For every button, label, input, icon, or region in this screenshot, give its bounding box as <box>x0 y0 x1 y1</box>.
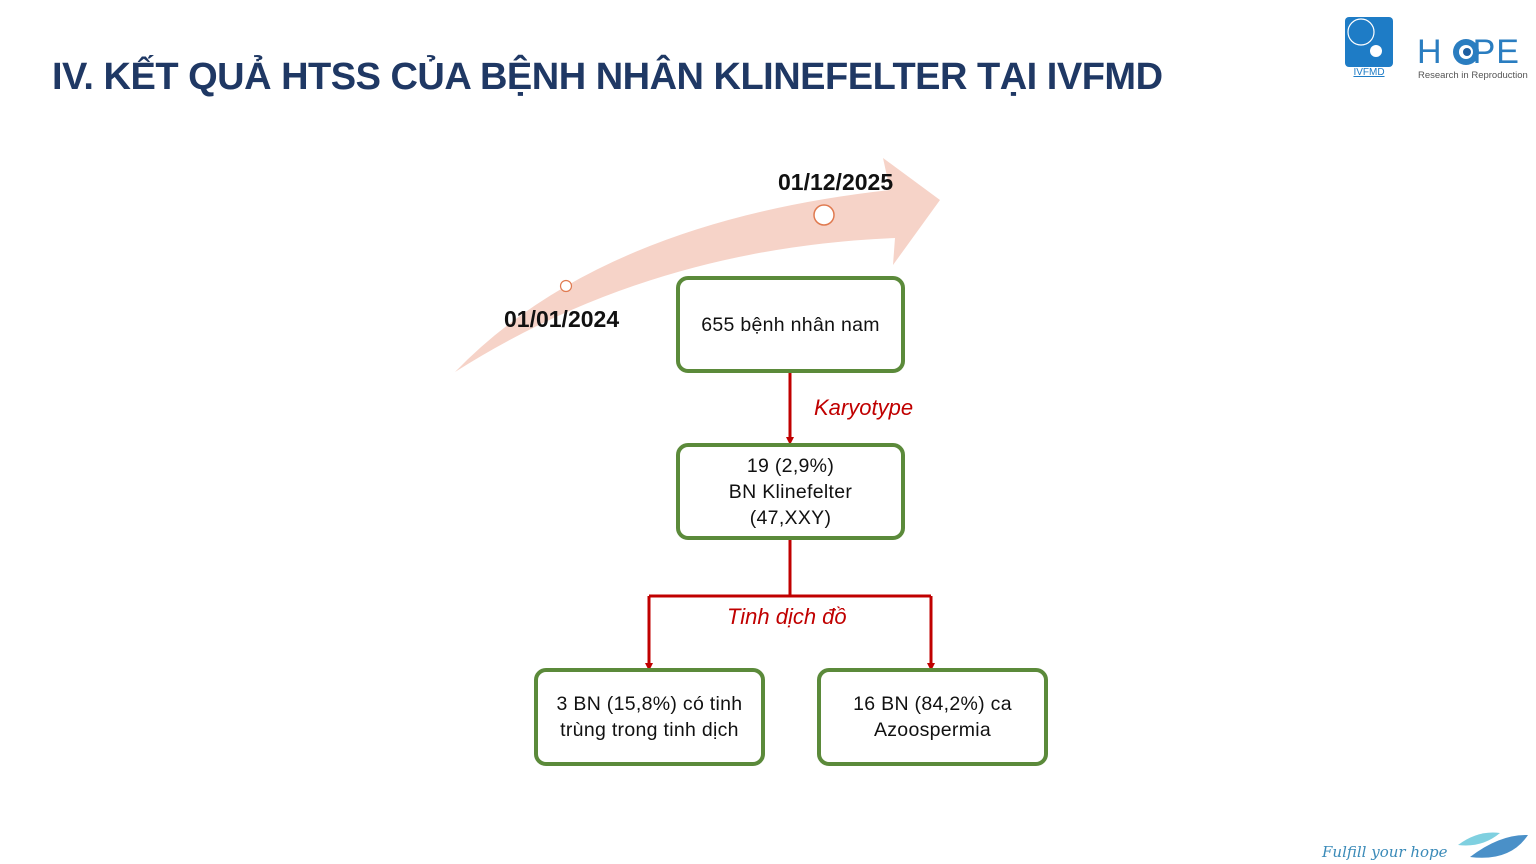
sperm-line: trùng trong tinh dịch <box>560 719 739 741</box>
azoo-line: 16 BN (84,2%) ca <box>853 693 1012 715</box>
ivfmd-logo <box>1345 17 1393 67</box>
klinefelter-line: BN Klinefelter <box>728 480 853 503</box>
box-azoospermia: 16 BN (84,2%) ca Azoospermia <box>817 668 1048 766</box>
timeline-end-dot <box>813 204 835 226</box>
slogan: Fulfill your hope <box>1322 843 1448 861</box>
sperm-line: 3 BN (15,8%) có tinh <box>556 693 743 715</box>
box-klinefelter: 19 (2,9%) BN Klinefelter (47,XXY) <box>676 443 905 540</box>
start-date: 01/01/2024 <box>504 306 620 332</box>
end-date: 01/12/2025 <box>778 169 894 195</box>
azoo-line: Azoospermia <box>873 719 992 741</box>
klinefelter-line: 19 (2,9%) <box>746 454 835 477</box>
leaf-logo-icon <box>1458 832 1528 858</box>
total-text: 655 bệnh nhân nam <box>701 313 880 336</box>
klinefelter-line: (47,XXY) <box>749 506 832 529</box>
karyotype-label: Karyotype <box>814 395 914 420</box>
semen-analysis-label: Tinh dịch đồ <box>727 604 847 629</box>
slide-title: IV. KẾT QUẢ HTSS CỦA BỆNH NHÂN KLINEFELT… <box>52 56 1163 98</box>
hope-eye-icon <box>1453 39 1479 65</box>
box-total-patients: 655 bệnh nhân nam <box>676 276 905 373</box>
box-sperm-present: 3 BN (15,8%) có tinh trùng trong tinh dị… <box>534 668 765 766</box>
hope-tagline: Research in Reproduction <box>1418 70 1528 81</box>
ivfmd-logo-text: IVFMD <box>1353 67 1385 78</box>
timeline-start-dot <box>559 279 573 293</box>
